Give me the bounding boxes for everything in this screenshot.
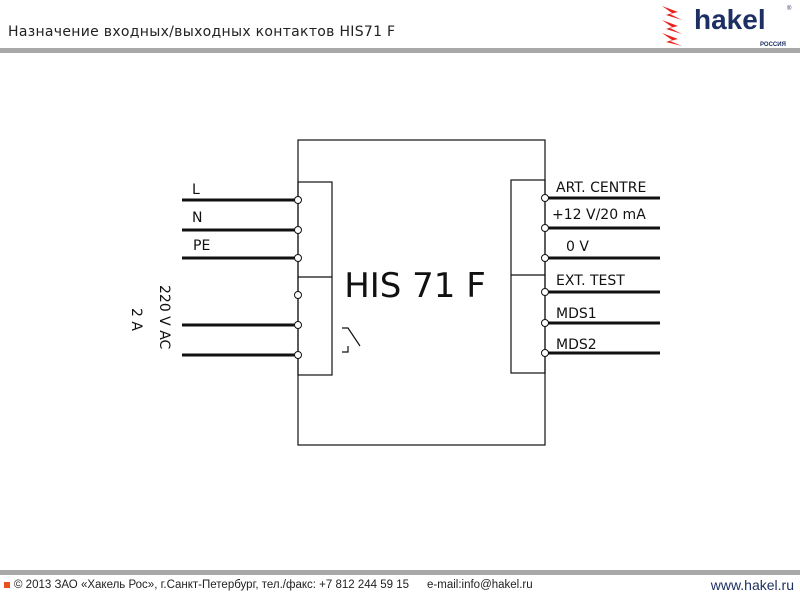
label-mds1: MDS1: [556, 306, 597, 322]
label-l: L: [192, 182, 200, 198]
terminal-circles: [294, 194, 549, 359]
header-divider: [0, 48, 800, 53]
left-wires: [182, 198, 298, 357]
page-title: Назначение входных/выходных контактов HI…: [8, 24, 396, 40]
label-pe: PE: [193, 238, 210, 254]
footer-website-link[interactable]: www.hakel.ru: [710, 577, 794, 593]
footer-divider: [0, 570, 800, 575]
bullet-icon: [4, 582, 10, 588]
hakel-logo: hakel РОССИЯ ®: [662, 4, 792, 48]
label-mds2: MDS2: [556, 337, 597, 353]
label-n: N: [192, 210, 202, 226]
logo-text: hakel: [694, 4, 766, 35]
footer-copyright: © 2013 ЗАО «Хакель Рос», г.Санкт-Петербу…: [14, 579, 410, 591]
label-0v: 0 V: [566, 239, 589, 255]
left-terminal-block: [297, 181, 333, 376]
footer-email[interactable]: e-mail:info@hakel.ru: [427, 579, 533, 591]
label-ext-test: EXT. TEST: [556, 273, 625, 289]
logo-mark: ®: [787, 5, 792, 12]
lightning-icon: [662, 6, 682, 46]
rating-voltage: 220 V AC: [156, 285, 172, 350]
rating-current: 2 A: [128, 308, 144, 331]
relay-switch-icon: [342, 327, 361, 347]
footer: © 2013 ЗАО «Хакель Рос», г.Санкт-Петербу…: [4, 579, 533, 591]
device-name: HIS 71 F: [344, 266, 486, 306]
label-12v: +12 V/20 mA: [552, 207, 646, 223]
logo-sub: РОССИЯ: [760, 42, 786, 48]
label-art-centre: ART. CENTRE: [556, 180, 646, 196]
right-wires: [545, 196, 660, 355]
right-terminal-block: [510, 179, 546, 374]
